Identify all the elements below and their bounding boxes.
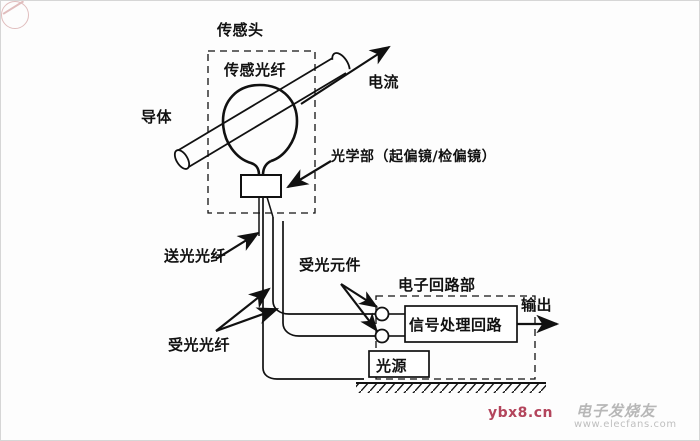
- transmit-fiber-pointer: [215, 231, 260, 260]
- label-light-source: 光源: [376, 357, 408, 375]
- optical-block: [240, 174, 282, 198]
- receiving-element-pointer-1: [340, 283, 379, 308]
- light-source-box: [368, 350, 430, 378]
- label-receiving-element: 受光元件: [299, 256, 362, 274]
- label-transmit-fiber: 送光光纤: [164, 247, 227, 265]
- conductor-rod: [173, 52, 351, 170]
- receive-fiber-path-2: [282, 221, 375, 337]
- watermark-brand: 电子发烧友: [576, 402, 657, 420]
- ground-hatching: [356, 383, 546, 393]
- label-electronic-circuit-section: 电子回路部: [398, 276, 476, 294]
- label-sensor-head: 传感头: [217, 21, 264, 39]
- label-optical-section: 光学部（起偏镜/检偏镜）: [331, 149, 497, 165]
- watermark-ybx8: ybx8.cn: [488, 405, 554, 421]
- receive-fiber-pointer-2: [215, 307, 280, 333]
- receive-fiber-pointer-1: [215, 287, 271, 332]
- label-receive-fiber: 受光光纤: [168, 336, 231, 354]
- label-signal-processing-circuit: 信号处理回路: [409, 316, 503, 334]
- optical-section-pointer: [286, 160, 332, 189]
- label-conductor: 导体: [141, 108, 173, 126]
- sensing-fiber-loop: [221, 83, 299, 176]
- watermark-circle-logo-icon: [1, 1, 29, 29]
- label-sensing-fiber: 传感光纤: [224, 61, 287, 79]
- photodetector-1: [374, 306, 390, 322]
- receiving-element-pointer-2: [340, 283, 378, 333]
- current-arrow: [300, 45, 391, 105]
- label-output: 输出: [521, 296, 553, 314]
- transmit-fiber-path: [262, 197, 364, 380]
- watermark-url: www.elecfans.com: [574, 419, 677, 430]
- fiber-bundle: [258, 196, 274, 236]
- photodetector-2: [374, 328, 390, 344]
- label-current: 电流: [368, 73, 400, 91]
